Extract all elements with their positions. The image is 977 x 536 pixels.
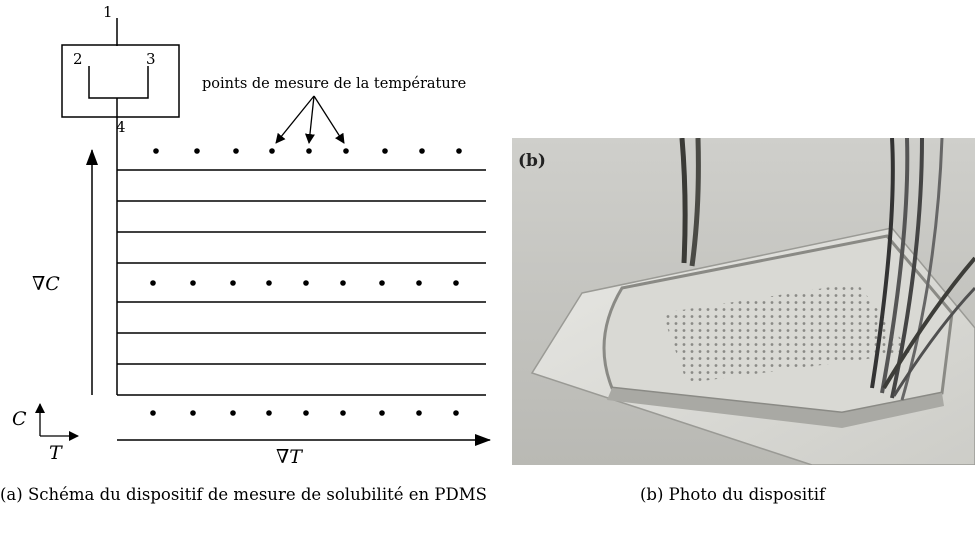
temperature-gradient-label: ∇T [276,446,303,468]
port-label-3: 3 [146,50,156,68]
measurement-points-top [153,148,462,154]
mixer-channel [88,66,149,99]
annotation-arrow-3 [313,95,345,144]
port-label-1: 1 [103,3,113,21]
axis-t-label: T [49,442,63,464]
caption-photo: (b) Photo du dispositif [640,485,826,504]
measurement-points-middle [150,280,459,286]
photo-tag: (b) [518,151,546,171]
caption-schema: (a) Schéma du dispositif de mesure de so… [0,485,487,504]
annotation-arrow-1 [275,95,315,144]
annotation-arrow-2 [304,95,315,144]
device-schematic: 1 2 3 4 points de mesure de la températu… [12,3,491,468]
measurement-points-bottom [150,410,459,416]
concentration-gradient-label: ∇C [32,273,60,295]
axis-c-label: C [12,408,27,430]
measurement-points-label: points de mesure de la température [202,76,466,92]
port-label-4: 4 [116,118,126,136]
device-photo: (b) [512,138,975,465]
mixer-box [61,44,180,118]
channel-lines [117,169,486,396]
port-label-2: 2 [73,50,83,68]
